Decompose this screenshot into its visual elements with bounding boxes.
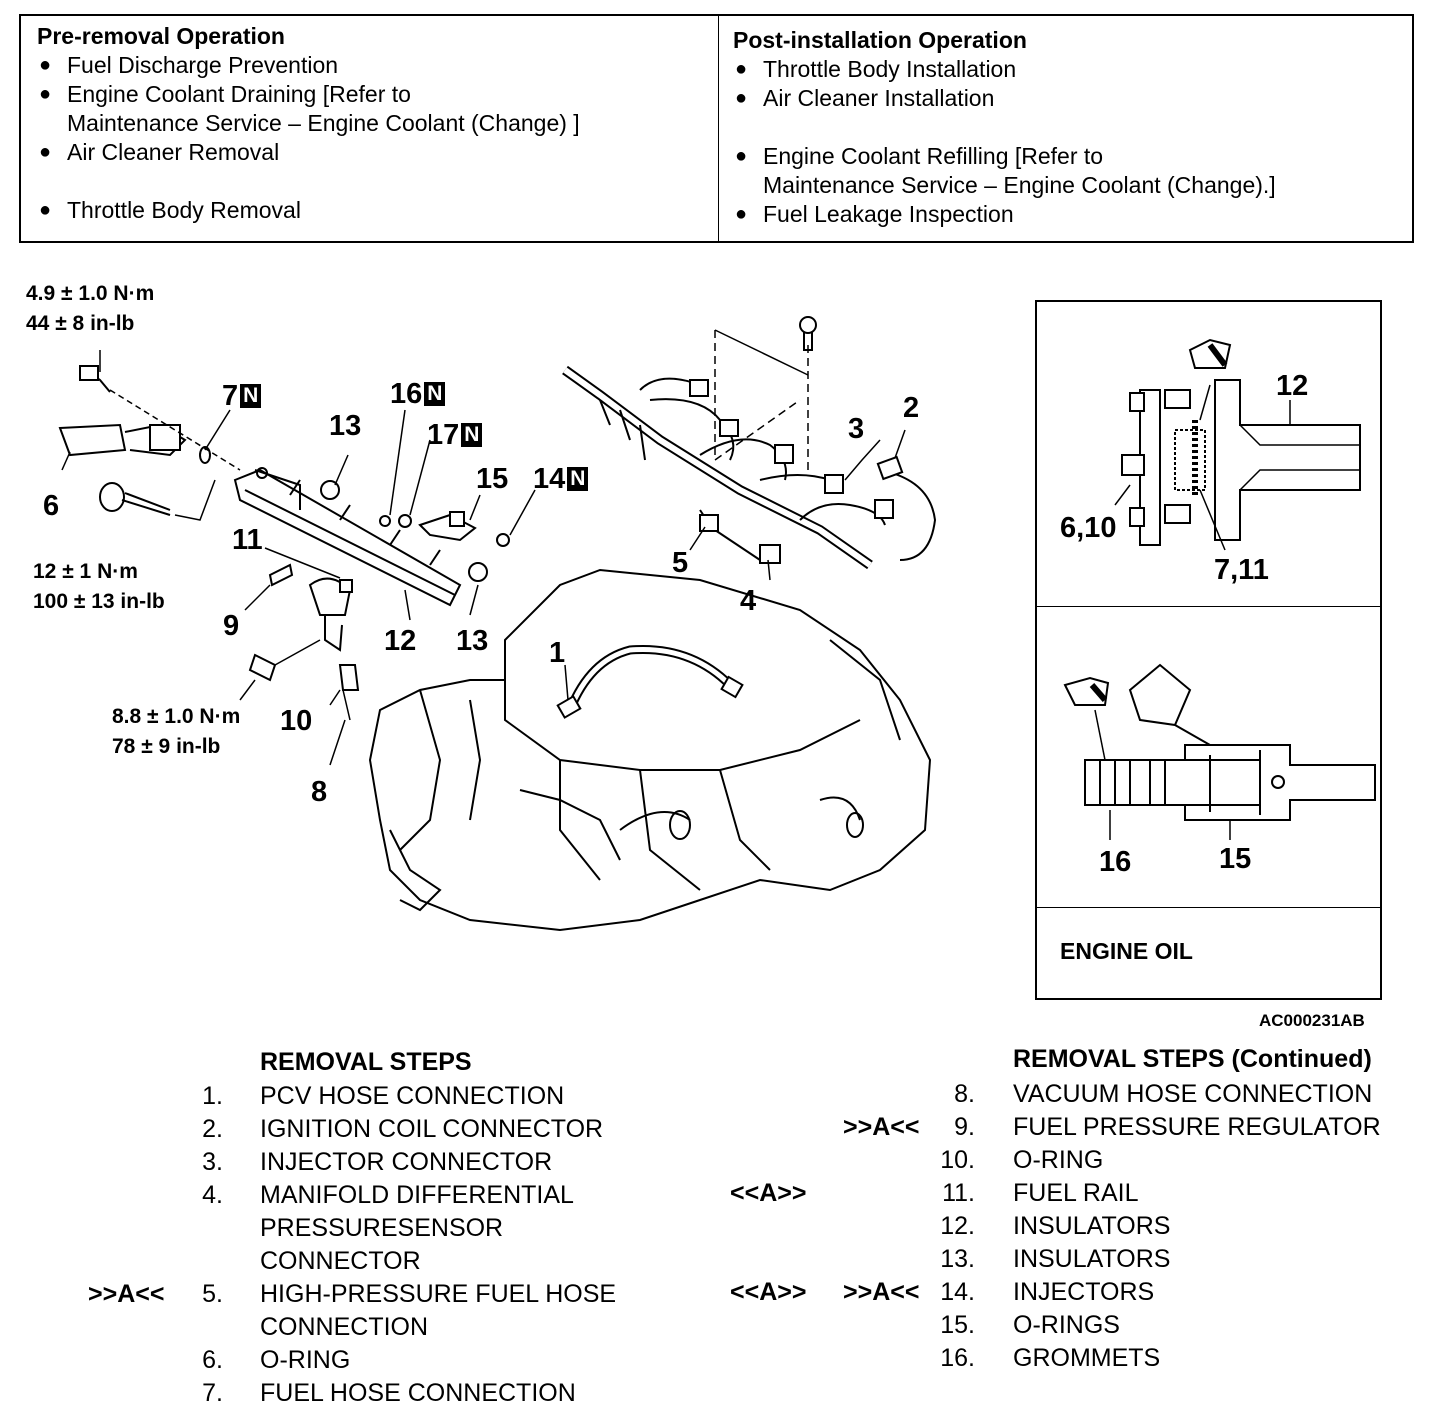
post-installation-column: Post-installation Operation ●Throttle Bo… (733, 26, 1403, 229)
exploded-view-illustration (58, 316, 1376, 932)
pcv-hose-drawing (556, 644, 744, 719)
bullet-icon: ● (735, 58, 748, 80)
callout-11: 11 (232, 524, 263, 556)
table-divider (718, 16, 719, 241)
bullet-icon: ● (735, 145, 748, 167)
wiring-harness-drawing (562, 365, 937, 570)
engine-block-drawing (368, 568, 932, 932)
pre-removal-title: Pre-removal Operation (37, 23, 285, 49)
pre-removal-item: ●Engine Coolant Draining [Refer to (39, 81, 411, 107)
operations-table: Pre-removal Operation ●Fuel Discharge Pr… (19, 14, 1414, 243)
post-installation-item: ●Air Cleaner Installation (735, 85, 995, 111)
inset-divider (1037, 907, 1380, 908)
fuel-hose-fitting-drawing (58, 365, 241, 471)
pre-removal-column: Pre-removal Operation ●Fuel Discharge Pr… (37, 22, 707, 225)
engine-oil-note: ENGINE OIL (1060, 938, 1193, 964)
post-installation-item-continued: Maintenance Service – Engine Coolant (Ch… (763, 172, 1276, 198)
pre-removal-item-continued: Maintenance Service – Engine Coolant (Ch… (67, 110, 580, 136)
callout-8: 8 (311, 776, 328, 808)
post-installation-title: Post-installation Operation (733, 27, 1027, 53)
install-mark: >>A<< (843, 1113, 920, 1141)
callout-10: 10 (280, 705, 313, 737)
inset-callout-12: 12 (1276, 370, 1309, 402)
callout-9: 9 (223, 610, 240, 642)
inset-callout-6-10: 6,10 (1060, 512, 1117, 544)
top-bolt-drawing (799, 316, 817, 351)
install-mark: >>A<< (843, 1278, 920, 1306)
figure-code: AC000231AB (1259, 1011, 1365, 1030)
pre-removal-item: ●Throttle Body Removal (39, 197, 301, 223)
inset-callout-16: 16 (1099, 846, 1132, 878)
bullet-icon: ● (39, 141, 52, 163)
post-installation-item: ●Throttle Body Installation (735, 56, 1017, 82)
bolt-drawing (99, 479, 216, 521)
inset-cross-section-drawing (1114, 338, 1361, 551)
removal-steps-continued-title: REMOVAL STEPS (Continued) (1013, 1045, 1372, 1073)
callout-4: 4 (740, 585, 757, 617)
removal-mark: <<A>> (730, 1179, 807, 1207)
callout-3: 3 (848, 413, 865, 445)
pre-removal-item: ●Fuel Discharge Prevention (39, 52, 339, 78)
install-mark: >>A<< (88, 1280, 165, 1308)
removal-steps: REMOVAL STEPS REMOVAL STEPS (Continued) … (88, 1045, 1381, 1407)
inset-callout-7-11: 7,11 (1214, 554, 1269, 586)
new-part-badge: N (240, 384, 262, 408)
removal-mark: <<A>> (730, 1278, 807, 1306)
post-installation-item: ●Engine Coolant Refilling [Refer to (735, 143, 1104, 169)
callout-13-top: 13 (329, 410, 362, 442)
callout-5: 5 (672, 547, 689, 579)
removal-steps-title: REMOVAL STEPS (260, 1048, 472, 1076)
inset-injector-drawing (1063, 663, 1376, 840)
new-part-badge: N (424, 382, 446, 406)
detail-inset: 12 6,10 7,11 16 15 ENGINE OIL (1035, 300, 1382, 1000)
bullet-icon: ● (735, 203, 748, 225)
torque-spec-2: 12 ± 1 N·m 100 ± 13 in-lb (33, 560, 165, 613)
pre-removal-item: ●Air Cleaner Removal (39, 139, 280, 165)
callout-13-bottom: 13 (456, 625, 489, 657)
fuel-rail-drawing (233, 467, 462, 607)
callout-2: 2 (903, 392, 920, 424)
new-part-badge: N (567, 467, 589, 491)
torque-spec-3: 8.8 ± 1.0 N·m 78 ± 9 in-lb (112, 705, 241, 758)
post-installation-item: ●Fuel Leakage Inspection (735, 201, 1014, 227)
callout-1: 1 (549, 637, 566, 669)
leader-lines (61, 329, 906, 766)
callout-12: 12 (384, 625, 417, 657)
bullet-icon: ● (39, 54, 52, 76)
new-part-badge: N (461, 423, 483, 447)
bullet-icon: ● (39, 199, 52, 221)
inset-callout-15: 15 (1219, 843, 1252, 875)
callout-6: 6 (43, 490, 60, 522)
inset-divider (1037, 606, 1380, 607)
callout-15: 15 (476, 463, 509, 495)
bullet-icon: ● (39, 83, 52, 105)
injector-parts-drawing (320, 480, 510, 582)
bullet-icon: ● (735, 87, 748, 109)
fuel-pressure-regulator-drawing (248, 563, 360, 721)
torque-spec-1: 4.9 ± 1.0 N·m 44 ± 8 in-lb (26, 282, 155, 335)
